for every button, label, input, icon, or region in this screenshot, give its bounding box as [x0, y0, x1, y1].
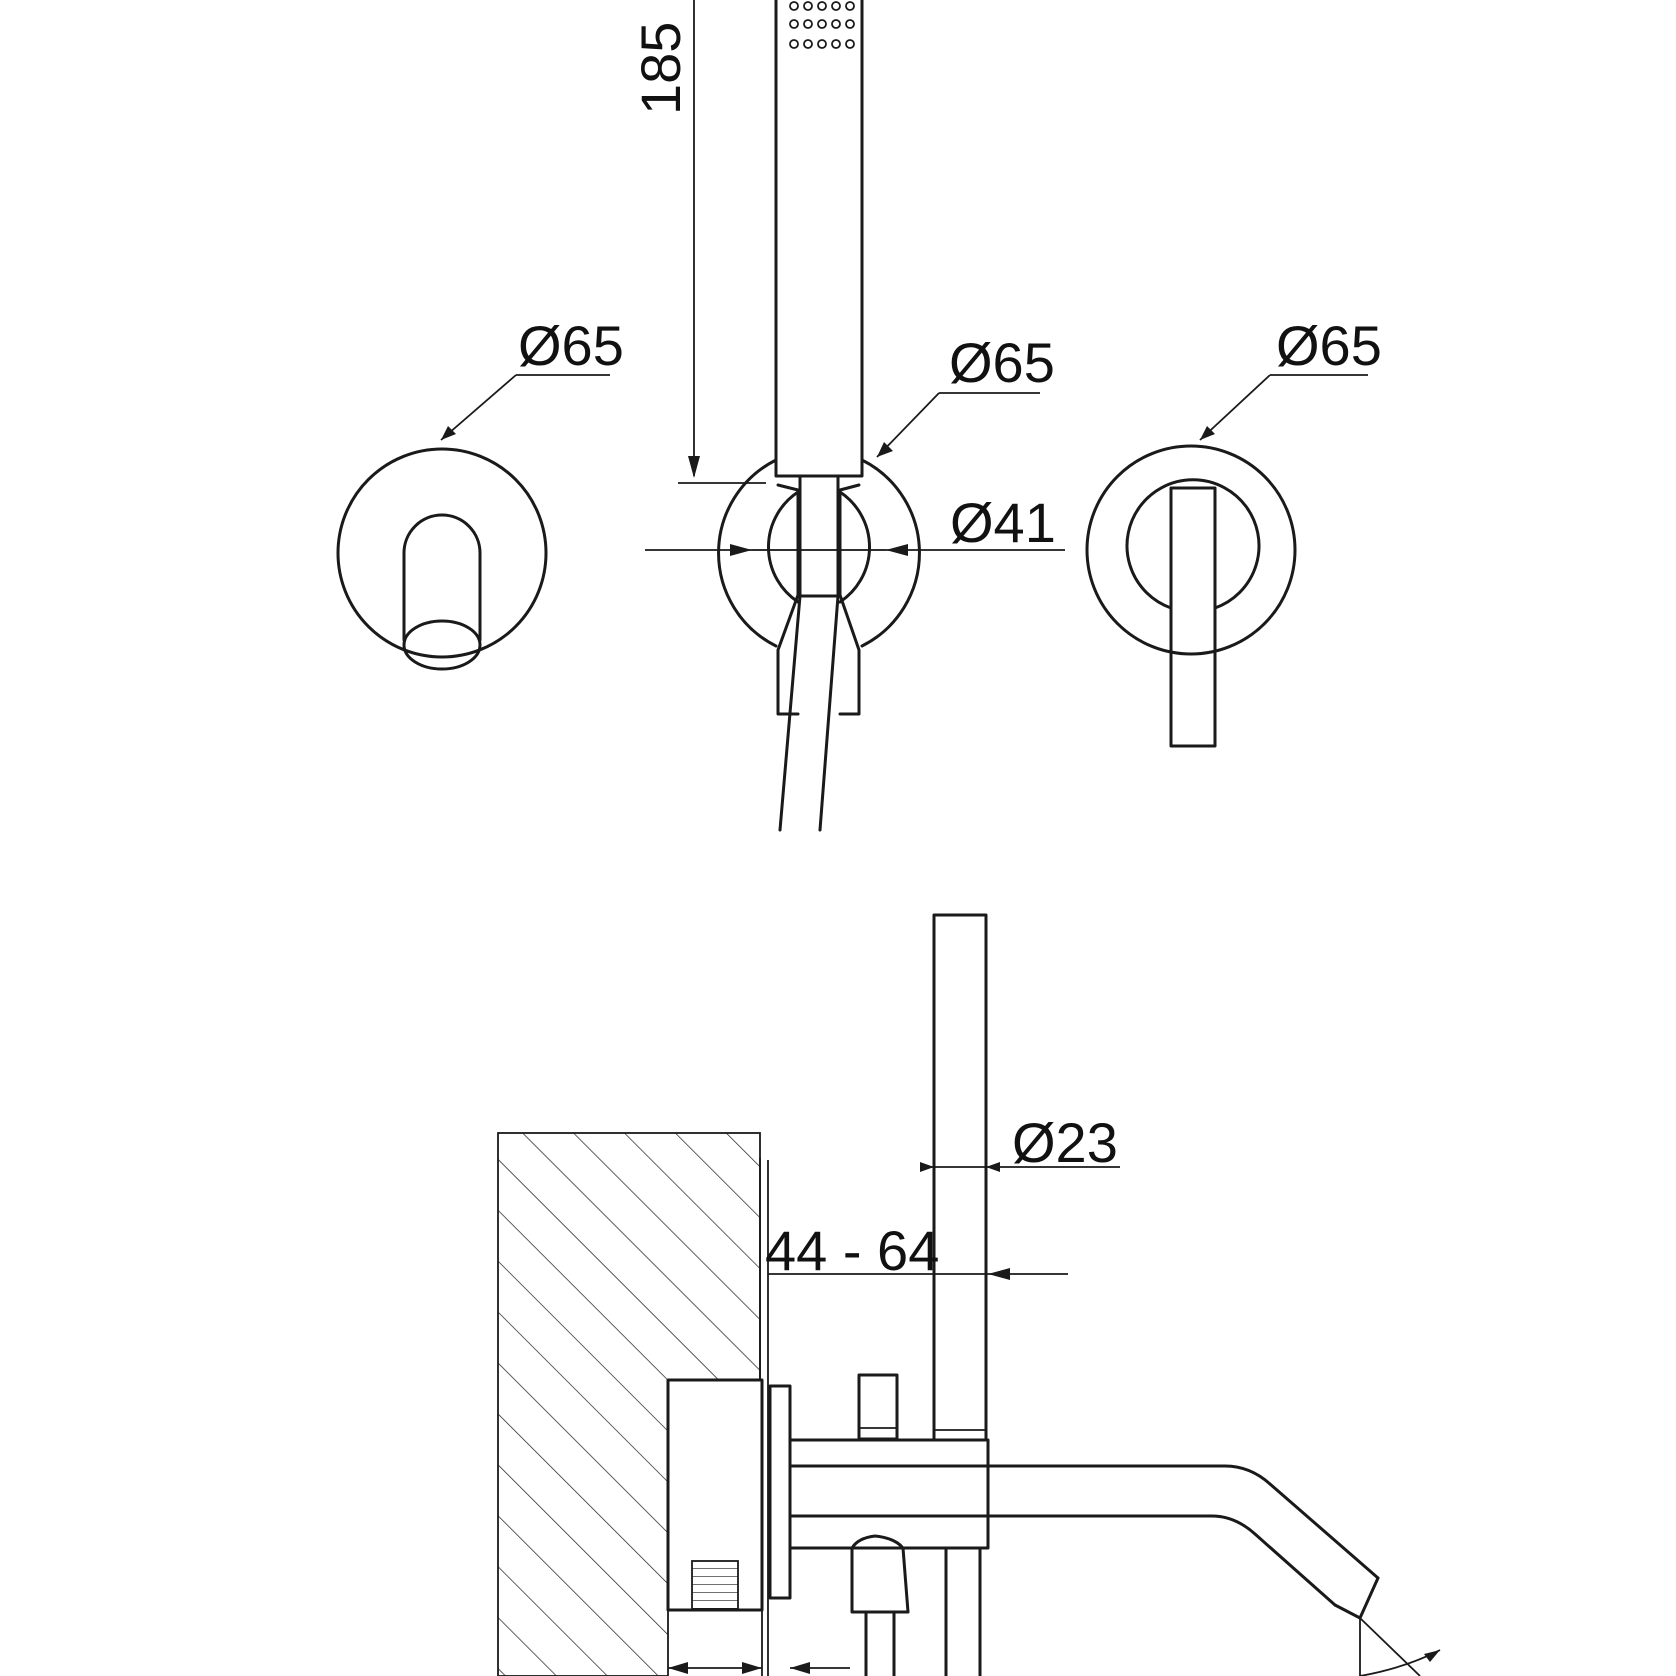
front-view: Ø65	[336, 0, 1382, 832]
inner-diameter-dimension: Ø41	[645, 491, 1065, 556]
hand-shower-side	[932, 913, 988, 1442]
wall-section	[497, 1132, 769, 1676]
spout-angle	[1359, 1617, 1441, 1676]
spout-diameter-callout: Ø65	[440, 314, 624, 441]
mixer-handle	[1085, 444, 1297, 748]
holder-diameter-label: Ø65	[949, 331, 1055, 394]
spout-rosette	[336, 447, 548, 671]
holder-diameter-callout: Ø65	[876, 331, 1055, 458]
depth-dimension: 44 - 64	[765, 1219, 1068, 1282]
length-dimension: 185	[629, 0, 766, 484]
spout-diameter-label: Ø65	[518, 314, 624, 377]
spout-body	[788, 1438, 1380, 1620]
handle-diameter-label: Ø65	[1276, 314, 1382, 377]
handle-diameter-callout: Ø65	[1199, 314, 1382, 441]
shower-spray-holes	[789, 1, 855, 49]
inner-diameter-label: Ø41	[950, 491, 1056, 554]
length-label: 185	[629, 22, 692, 115]
depth-label: 44 - 64	[765, 1219, 939, 1282]
hose-connector	[850, 1534, 982, 1676]
bottom-dimensions	[668, 1662, 850, 1674]
handle-size-dimension: Ø23	[920, 1111, 1120, 1174]
diverter-knob	[857, 1373, 899, 1441]
hand-shower-holder	[717, 0, 921, 832]
handle-size-label: Ø23	[1012, 1111, 1118, 1174]
side-view: Ø23 44 - 64	[497, 913, 1441, 1676]
rosette-plate	[768, 1384, 792, 1600]
concealed-box	[666, 1378, 764, 1676]
